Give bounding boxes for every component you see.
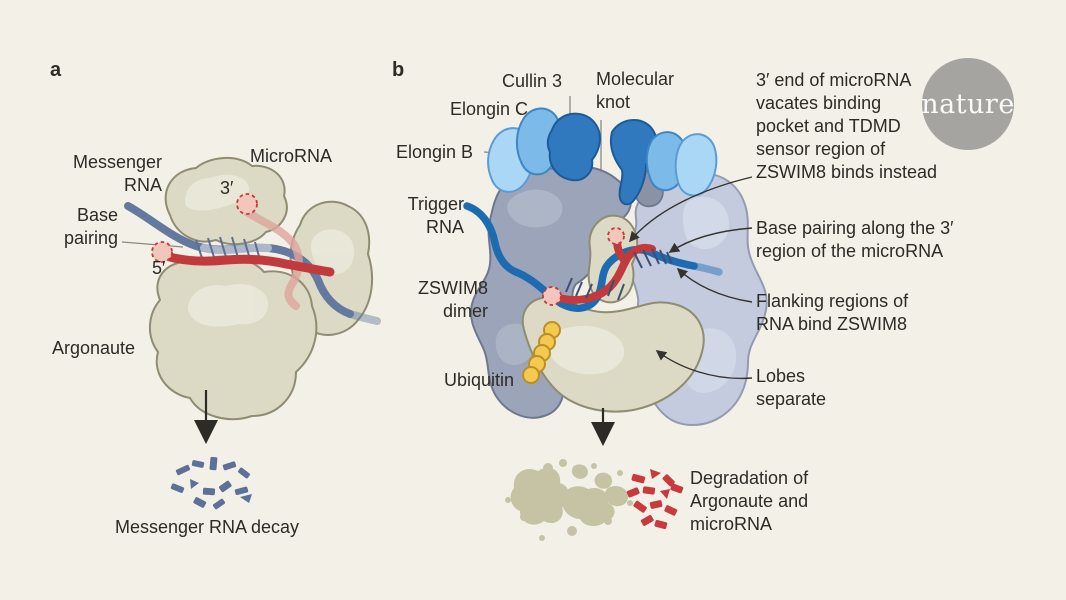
- five-prime-label: 5′: [152, 258, 166, 278]
- cullin3-left: [546, 112, 601, 182]
- cullin-elongin-complex: [487, 107, 718, 206]
- molecular-knot-label: Molecular knot: [596, 69, 675, 113]
- cullin3-right: [610, 119, 658, 206]
- panel-a-letter: a: [50, 59, 62, 81]
- microrna-end-markers: [151, 193, 258, 263]
- annotation-vacates: 3′ end of microRNA vacates binding pocke…: [756, 70, 938, 183]
- panel-a-illustration: [121, 156, 381, 510]
- annotation-lobes: Lobes separate: [756, 366, 827, 410]
- annotation-arrows: [628, 176, 753, 380]
- zswim8-dimer-label: ZSWIM8 dimer: [418, 278, 488, 322]
- argonaute-fragments: [505, 459, 633, 541]
- nature-logo-text: nature: [921, 88, 1015, 120]
- annotation-flanking: Flanking regions of RNA bind ZSWIM8: [756, 291, 909, 335]
- mrna-decay-fragments: [170, 456, 252, 510]
- messenger-rna-label: Messenger RNA: [72, 152, 162, 196]
- trigger-rna-label: Trigger RNA: [407, 194, 464, 238]
- elongin-c-label: Elongin C: [450, 99, 529, 119]
- elongin-b-label: Elongin B: [396, 142, 474, 162]
- argonaute-protein: [149, 156, 374, 421]
- argonaute-highlights: [185, 174, 355, 327]
- mrna-decay-label: Messenger RNA decay: [114, 517, 300, 537]
- ubiquitin-label: Ubiquitin: [444, 370, 515, 390]
- degradation-label: Degradation of Argonaute and microRNA: [690, 468, 809, 535]
- three-prime-label: 3′: [220, 178, 234, 198]
- panel-b-illustration: [463, 96, 768, 541]
- ubiquitin-chain: [522, 321, 561, 384]
- microrna-label: MicroRNA: [250, 146, 333, 166]
- base-pairing-hatch-b: [565, 248, 673, 301]
- base-pairing-label: Base pairing: [63, 205, 118, 249]
- argonaute-label: Argonaute: [52, 338, 136, 358]
- panel-b-letter: b: [392, 59, 405, 81]
- binding-site-markers: [542, 227, 625, 306]
- elongin-b-right: [674, 133, 718, 197]
- microrna-fragments: [626, 469, 684, 530]
- annotation-base-pairing: Base pairing along the 3′ region of the …: [756, 218, 954, 262]
- cullin3-label: Cullin 3: [502, 71, 563, 91]
- microrna-strand: [161, 208, 335, 310]
- nature-logo: nature: [921, 58, 1015, 150]
